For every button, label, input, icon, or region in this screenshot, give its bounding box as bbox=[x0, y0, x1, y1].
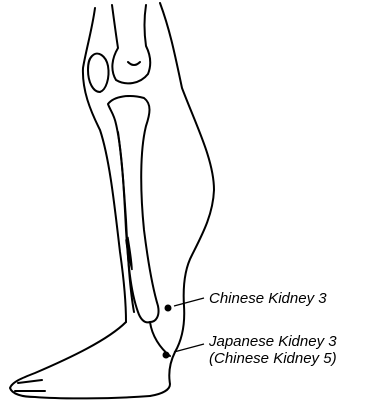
label-chinese-kidney-3: Chinese Kidney 3 bbox=[209, 290, 327, 307]
label-japanese-kidney-3: Japanese Kidney 3 bbox=[209, 333, 337, 350]
calf-contour bbox=[150, 3, 214, 396]
acupoint-japanese-kidney-3 bbox=[163, 352, 170, 359]
leader-line-kidney-3 bbox=[174, 298, 204, 306]
heel-line bbox=[150, 322, 170, 356]
femur-condyle-line bbox=[128, 62, 140, 65]
foot-contour bbox=[10, 322, 150, 398]
shin-contour bbox=[83, 8, 126, 322]
femur bbox=[112, 5, 150, 83]
patella bbox=[88, 54, 109, 92]
label-chinese-kidney-5: (Chinese Kidney 5) bbox=[209, 350, 337, 367]
toe-lines bbox=[15, 380, 45, 391]
acupoint-chinese-kidney-3 bbox=[165, 305, 172, 312]
